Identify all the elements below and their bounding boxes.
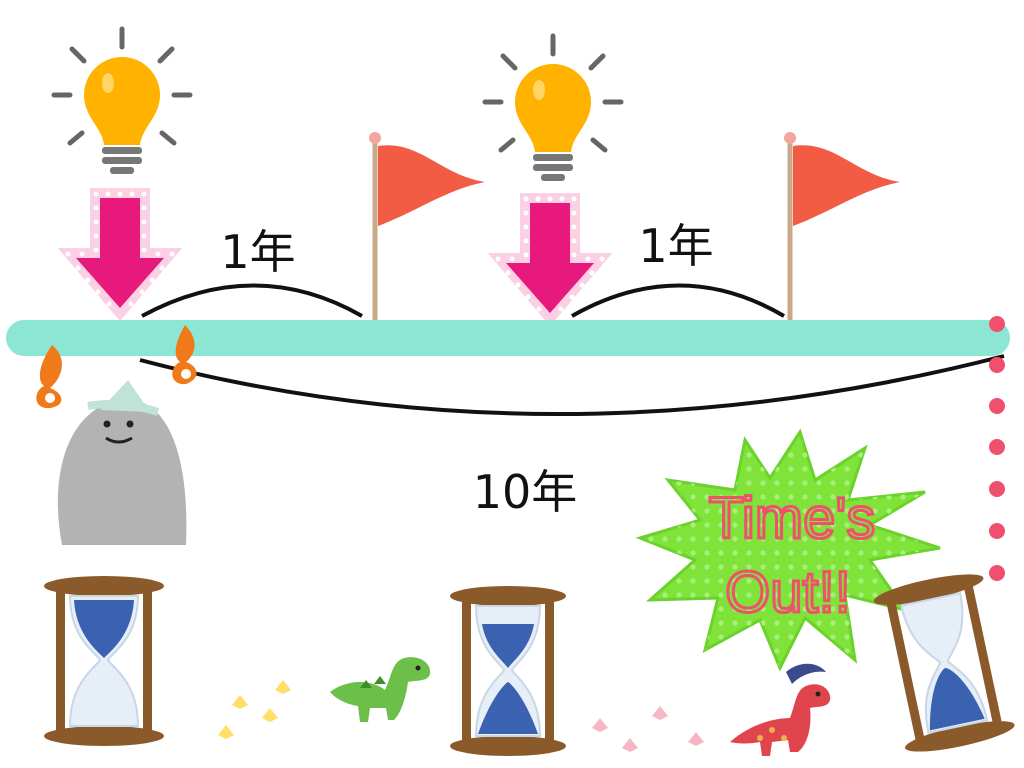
dinosaur-green-icon [330,657,431,722]
segment-label-1: 1年 [220,225,295,279]
flag-icon [369,132,485,322]
lightbulb-icon [482,33,624,181]
flame-icon [172,325,197,385]
hourglass-icon [44,576,164,746]
ten-year-arc [139,354,1005,416]
hourglass-icon [450,586,566,756]
timeline-bar [6,320,1010,356]
dinosaur-red-icon [730,663,831,756]
burst-line-2: Out!! [725,560,851,625]
hourglass-icon [873,574,1015,752]
dot-trail [989,316,1005,581]
segment-label-2: 1年 [638,219,713,273]
one-year-arc [141,283,363,318]
footprints-icon [218,680,291,739]
lightbulb-icon [51,26,193,174]
span-label: 10年 [473,465,578,519]
down-arrow-icon [57,188,183,322]
down-arrow-icon [487,193,613,327]
burst-line-1: Time's [709,486,876,551]
flame-icon [36,345,62,409]
times-out-burst: Time's Out!! [635,428,941,672]
flag-icon [784,132,900,322]
one-year-arc [571,283,786,318]
rock-ghost-icon [57,380,187,545]
footprints-icon [592,706,704,752]
